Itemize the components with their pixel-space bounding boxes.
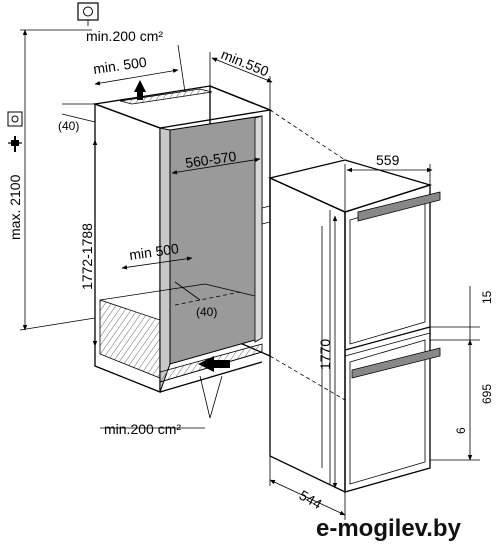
label-depth-min: min.550	[219, 46, 271, 80]
fridge-unit	[261, 159, 441, 494]
label-vent-top: min.200 cm²	[86, 28, 163, 44]
label-fridge-height: 1770	[317, 339, 333, 370]
label-gap-6: 6	[454, 427, 468, 434]
built-in-icon	[77, 2, 99, 26]
label-recess-40-top: (40)	[58, 119, 79, 133]
label-fridge-width: 559	[376, 152, 400, 168]
label-min500-inner: min 500	[128, 240, 180, 263]
airflow-in-arrow	[198, 356, 230, 372]
airflow-up-arrow	[134, 80, 146, 100]
label-vent-bottom: min.200 cm²	[104, 421, 181, 437]
label-gap-15: 15	[480, 290, 494, 304]
niche-cabinet	[92, 85, 273, 393]
label-max-height: max. 2100	[7, 174, 23, 240]
label-fridge-depth: 544	[297, 487, 325, 513]
socket-icon	[7, 111, 23, 127]
label-recess-40-inner: (40)	[196, 305, 217, 319]
label-niche-height: 1772-1788	[79, 223, 95, 290]
watermark: e-mogilev.by	[316, 515, 462, 542]
label-min500-top: min. 500	[92, 54, 148, 77]
label-inner-width: 560-570	[184, 148, 237, 171]
label-door-695: 695	[480, 384, 494, 404]
plug-icon	[8, 136, 22, 152]
